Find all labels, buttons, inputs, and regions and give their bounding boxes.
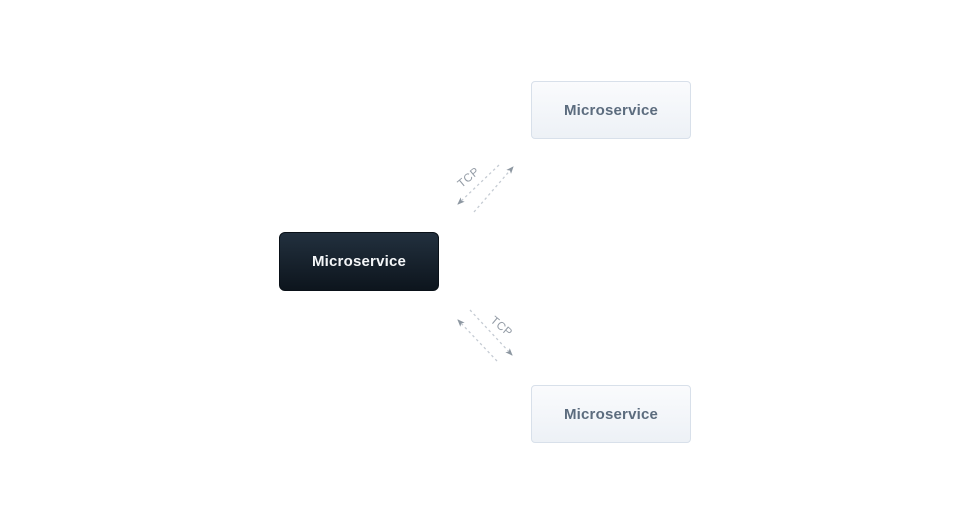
microservice-node-primary: Microservice xyxy=(279,232,439,291)
edge-label-tcp-top: TCP xyxy=(455,165,483,191)
edge-label-tcp-bottom: TCP xyxy=(487,314,515,340)
node-label: Microservice xyxy=(563,101,659,119)
node-label: Microservice xyxy=(563,405,659,423)
microservice-node-remote-bottom: Microservice xyxy=(531,385,691,443)
node-label: Microservice xyxy=(311,253,407,270)
microservice-node-remote-top: Microservice xyxy=(531,81,691,139)
